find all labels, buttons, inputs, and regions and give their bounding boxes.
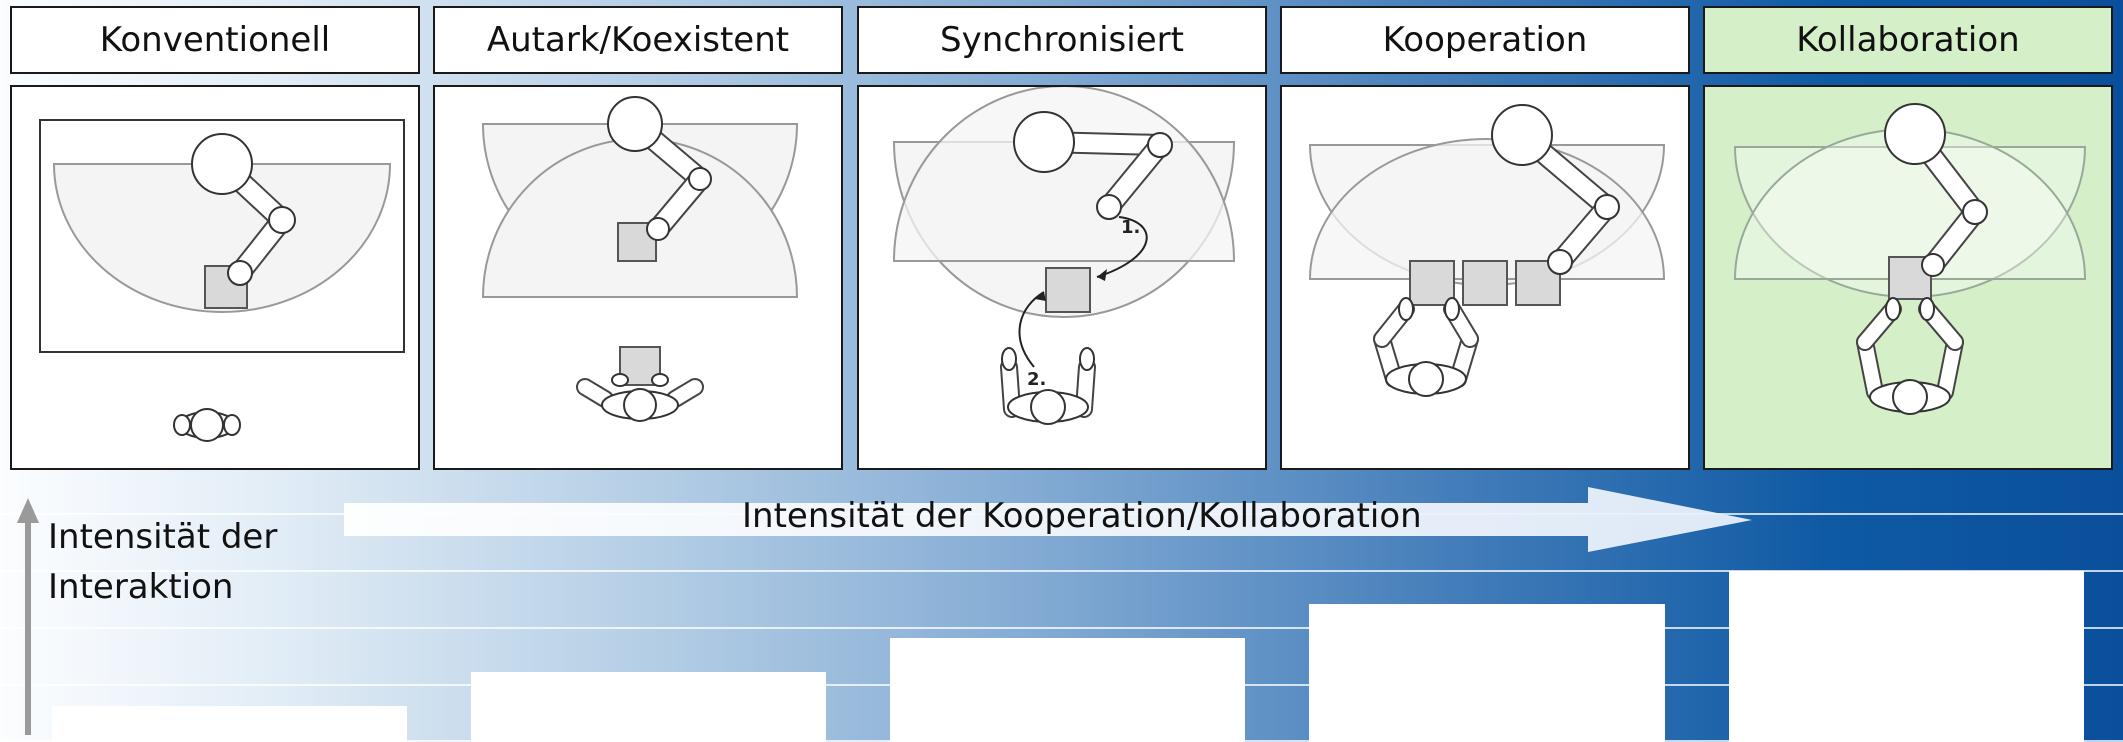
- worker-icon: [1856, 297, 1964, 415]
- level-bar-autark-koexistent: [471, 672, 826, 742]
- worker-icon: [576, 346, 704, 422]
- vertical-axis-arrow: [17, 498, 39, 735]
- robot-arm-icon: [607, 96, 712, 262]
- kollaboration-illustration: [1733, 103, 2087, 415]
- panel-autark-koexistent: [433, 85, 843, 470]
- step-2-arrow: [1018, 291, 1045, 368]
- grid-line: [0, 570, 2123, 572]
- panel-kollaboration: [1703, 85, 2113, 470]
- panel-konventionell: [10, 85, 420, 470]
- step-2-label: 2.: [1027, 369, 1046, 390]
- step-1-arrowhead: [1097, 269, 1107, 281]
- title-synchronisiert: Synchronisiert: [857, 6, 1267, 74]
- robot-workspace-zone: [52, 163, 392, 313]
- synchronisiert-illustration: 1. 2.: [892, 87, 1236, 425]
- worker-icon: [173, 408, 241, 442]
- grid-line: [0, 627, 2123, 629]
- level-bar-kooperation: [1309, 604, 1665, 742]
- autark-koexistent-illustration: [481, 96, 799, 422]
- robot-arm-icon: [1491, 104, 1620, 273]
- horizontal-axis-label: Intensität der Kooperation/Kollaboration: [742, 496, 1422, 536]
- worker-workspace-zone: [892, 87, 1236, 262]
- level-bar-kollaboration: [1729, 571, 2084, 742]
- vertical-axis-label-line1: Intensität der: [48, 517, 278, 557]
- panel-kooperation: [1280, 85, 1690, 470]
- title-autark-koexistent: Autark/Koexistent: [433, 6, 843, 74]
- panel-synchronisiert: 1. 2.: [857, 85, 1267, 470]
- kooperation-illustration: [1308, 104, 1666, 397]
- vertical-axis-label-line2: Interaktion: [48, 567, 234, 607]
- workpiece-1: [1409, 260, 1455, 306]
- worker-icon: [1000, 347, 1096, 425]
- level-bar-konventionell: [52, 706, 407, 742]
- worker-icon: [1373, 297, 1479, 397]
- konventionell-illustration: [39, 119, 405, 442]
- workpiece-2: [1462, 260, 1508, 306]
- level-bar-synchronisiert: [890, 638, 1245, 742]
- step-2-arrowhead: [1035, 292, 1046, 301]
- robot-arm-icon: [1013, 111, 1173, 220]
- vertical-axis-label: Intensität der Interaktion: [48, 512, 277, 612]
- title-kooperation: Kooperation: [1280, 6, 1690, 74]
- step-1-arrow: [1096, 216, 1148, 278]
- title-kollaboration: Kollaboration: [1703, 6, 2113, 74]
- robot-arm-icon: [191, 133, 296, 309]
- step-1-label: 1.: [1121, 217, 1140, 238]
- title-konventionell: Konventionell: [10, 6, 420, 74]
- workpiece: [1045, 267, 1091, 313]
